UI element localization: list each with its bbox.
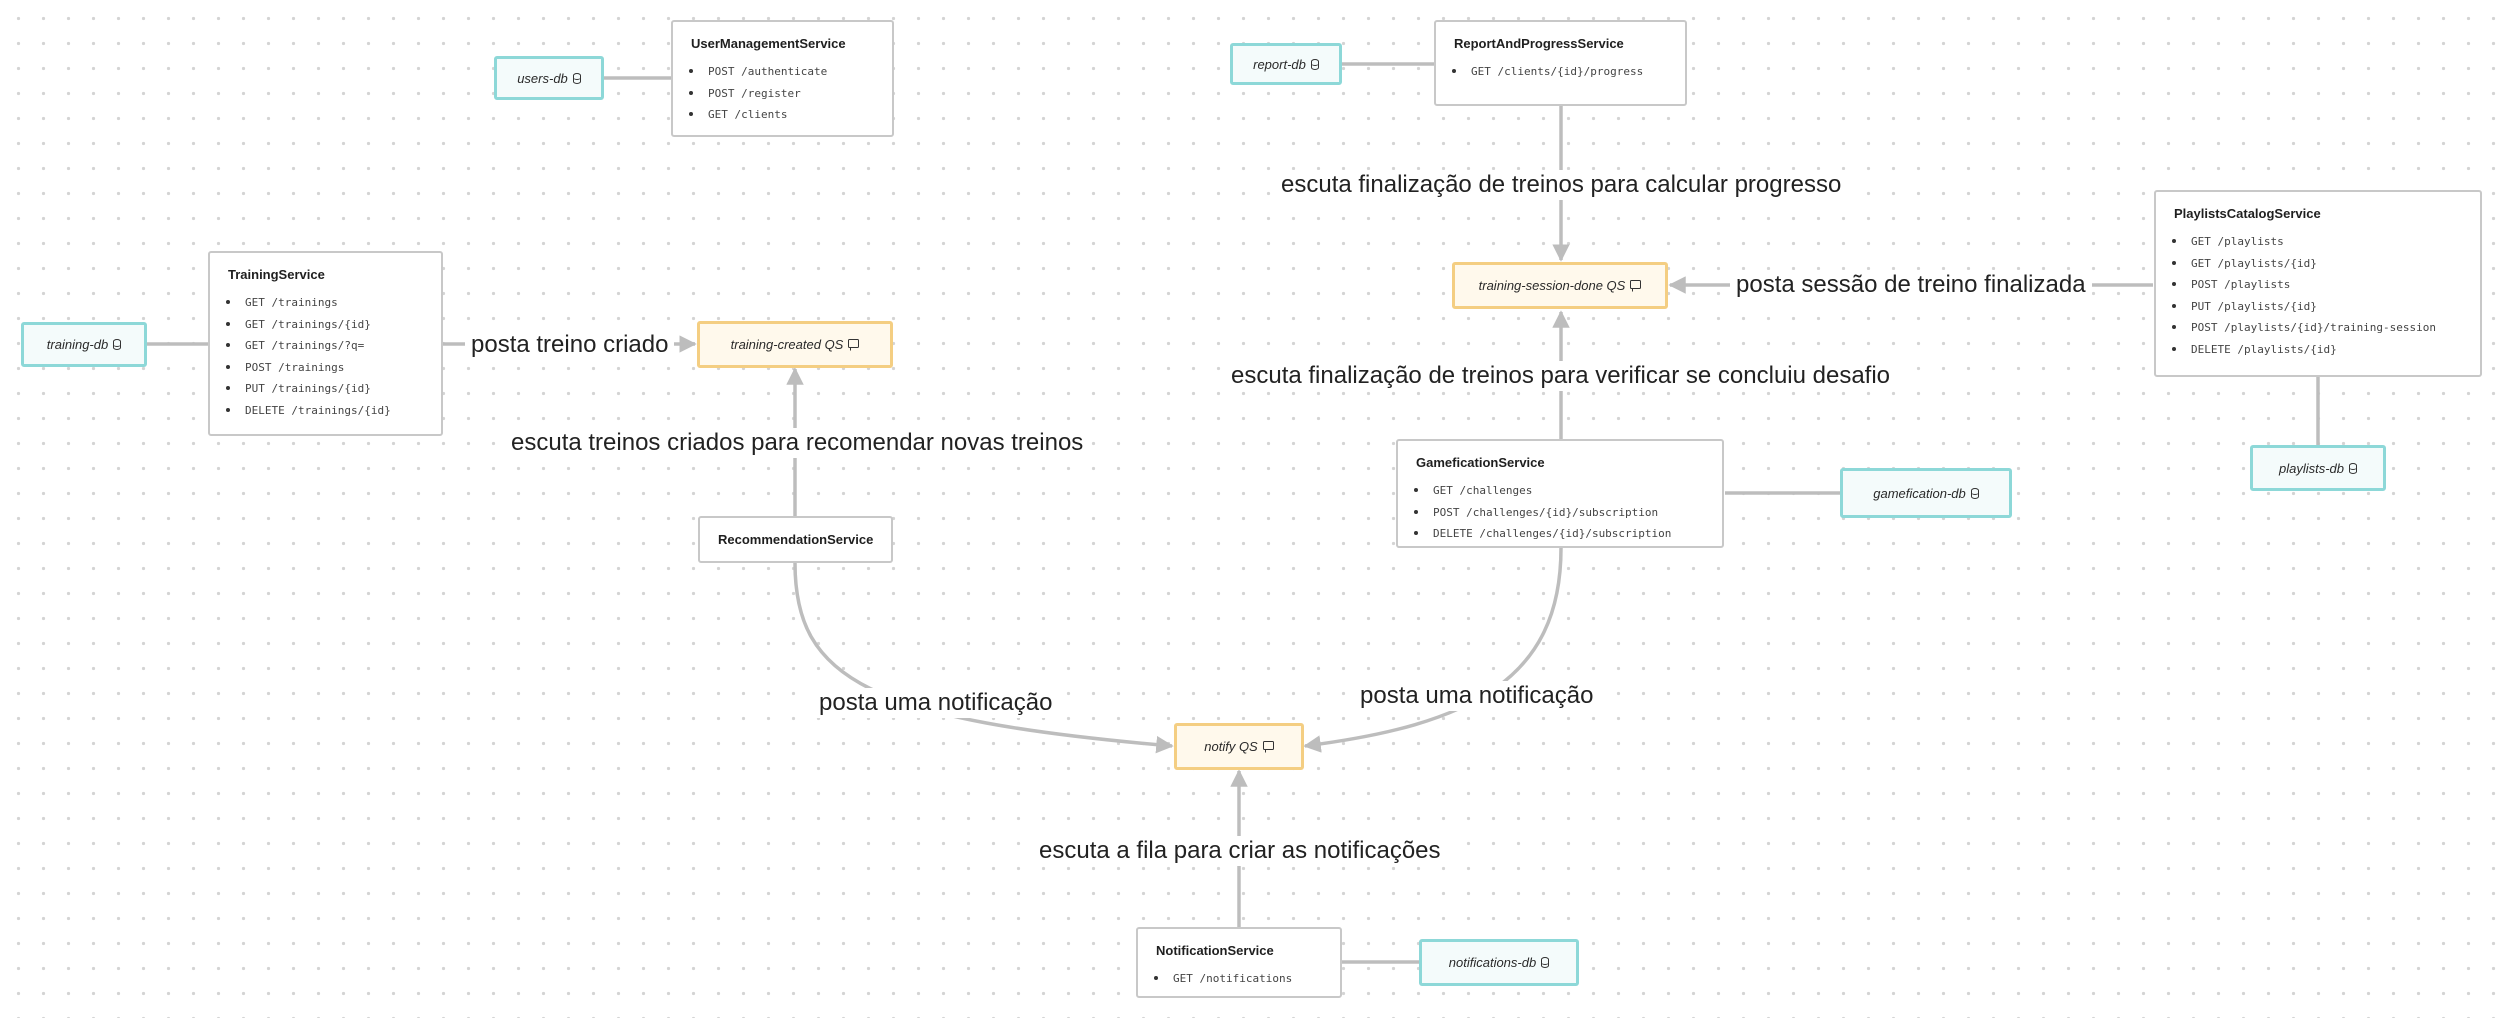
training-created-queue[interactable]: training-created QS: [697, 321, 893, 368]
service-title: TrainingService: [228, 267, 325, 282]
service-title: NotificationService: [1156, 943, 1274, 958]
service-title: PlaylistsCatalogService: [2174, 206, 2321, 221]
training-db-node[interactable]: training-db: [21, 322, 147, 367]
message-icon: [848, 339, 860, 348]
endpoint-item: GET /trainings/{id}: [241, 314, 423, 336]
endpoint-item: POST /playlists: [2187, 274, 2462, 296]
report-and-progress-service[interactable]: ReportAndProgressService GET /clients/{i…: [1434, 20, 1687, 106]
endpoint-item: DELETE /challenges/{id}/subscription: [1429, 523, 1704, 545]
message-icon: [1262, 741, 1274, 750]
db-label: playlists-db: [2278, 460, 2345, 476]
user-management-service[interactable]: UserManagementService POST /authenticate…: [671, 20, 894, 137]
endpoint-item: GET /clients/{id}/progress: [1467, 61, 1667, 83]
edge-label-report-listens: escuta finalização de treinos para calcu…: [1275, 170, 1848, 200]
database-icon: [1541, 957, 1550, 968]
queue-label: training-session-done QS: [1478, 278, 1626, 293]
endpoint-item: GET /playlists: [2187, 231, 2462, 253]
endpoint-item: GET /trainings: [241, 292, 423, 314]
recommendation-service[interactable]: RecommendationService: [698, 516, 893, 563]
edge-gamefication-to-notify-queue: [1303, 547, 1563, 753]
endpoint-item: POST /authenticate: [704, 61, 874, 83]
playlists-catalog-service[interactable]: PlaylistsCatalogService GET /playlists G…: [2154, 190, 2482, 377]
endpoint-item: GET /clients: [704, 104, 874, 126]
service-title: RecommendationService: [718, 532, 874, 547]
endpoint-list: POST /authenticate POST /register GET /c…: [691, 61, 874, 126]
endpoint-item: DELETE /trainings/{id}: [241, 400, 423, 422]
endpoint-list: GET /playlists GET /playlists/{id} POST …: [2174, 231, 2462, 361]
endpoint-item: POST /playlists/{id}/training-session: [2187, 317, 2462, 339]
service-title: GameficationService: [1416, 455, 1545, 470]
database-icon: [572, 72, 581, 84]
endpoint-item: DELETE /playlists/{id}: [2187, 339, 2462, 361]
playlists-db-node[interactable]: playlists-db: [2250, 445, 2386, 491]
notifications-db-node[interactable]: notifications-db: [1419, 939, 1579, 986]
edge-label-recommendation-listens: escuta treinos criados para recomendar n…: [505, 428, 1090, 458]
endpoint-item: POST /trainings: [241, 357, 423, 379]
edge-label-gamefication-listens: escuta finalização de treinos para verif…: [1225, 361, 1897, 391]
endpoint-list: GET /notifications: [1156, 968, 1322, 990]
db-label: notifications-db: [1448, 955, 1537, 970]
db-label: report-db: [1253, 56, 1306, 72]
db-label: users-db: [517, 70, 568, 86]
queue-label: training-created QS: [730, 337, 844, 352]
edge-label-recommendation-notifies: posta uma notificação: [813, 688, 1059, 718]
database-icon: [1970, 487, 1979, 499]
endpoint-item: GET /notifications: [1169, 968, 1322, 990]
endpoint-list: GET /challenges POST /challenges/{id}/su…: [1416, 480, 1704, 545]
db-label: training-db: [46, 337, 109, 352]
endpoint-item: GET /trainings/?q=: [241, 335, 423, 357]
endpoint-item: POST /register: [704, 83, 874, 105]
training-session-done-queue[interactable]: training-session-done QS: [1452, 262, 1668, 309]
endpoint-item: POST /challenges/{id}/subscription: [1429, 502, 1704, 524]
service-title: ReportAndProgressService: [1454, 36, 1624, 51]
notify-queue[interactable]: notify QS: [1174, 723, 1304, 770]
gamefication-db-node[interactable]: gamefication-db: [1840, 468, 2012, 518]
report-db-node[interactable]: report-db: [1230, 43, 1342, 85]
queue-label: notify QS: [1204, 739, 1258, 754]
database-icon: [113, 339, 122, 350]
endpoint-item: GET /challenges: [1429, 480, 1704, 502]
notification-service[interactable]: NotificationService GET /notifications: [1136, 927, 1342, 998]
edge-label-training-posts: posta treino criado: [465, 330, 675, 360]
endpoint-list: GET /clients/{id}/progress: [1454, 61, 1667, 83]
db-label: gamefication-db: [1873, 485, 1966, 501]
edge-recommendation-to-notify-queue: [793, 562, 1174, 754]
users-db-node[interactable]: users-db: [494, 56, 604, 100]
endpoint-item: GET /playlists/{id}: [2187, 253, 2462, 275]
endpoint-item: PUT /playlists/{id}: [2187, 296, 2462, 318]
edge-label-gamefication-notifies: posta uma notificação: [1354, 681, 1600, 711]
endpoint-item: PUT /trainings/{id}: [241, 378, 423, 400]
message-icon: [1630, 280, 1642, 289]
edge-label-notification-listens: escuta a fila para criar as notificações: [1033, 836, 1447, 866]
service-title: UserManagementService: [691, 36, 846, 51]
gamefication-service[interactable]: GameficationService GET /challenges POST…: [1396, 439, 1724, 548]
endpoint-list: GET /trainings GET /trainings/{id} GET /…: [228, 292, 423, 422]
training-service[interactable]: TrainingService GET /trainings GET /trai…: [208, 251, 443, 436]
database-icon: [2349, 462, 2358, 474]
database-icon: [1310, 58, 1319, 70]
edge-label-playlist-posts: posta sessão de treino finalizada: [1730, 270, 2092, 300]
